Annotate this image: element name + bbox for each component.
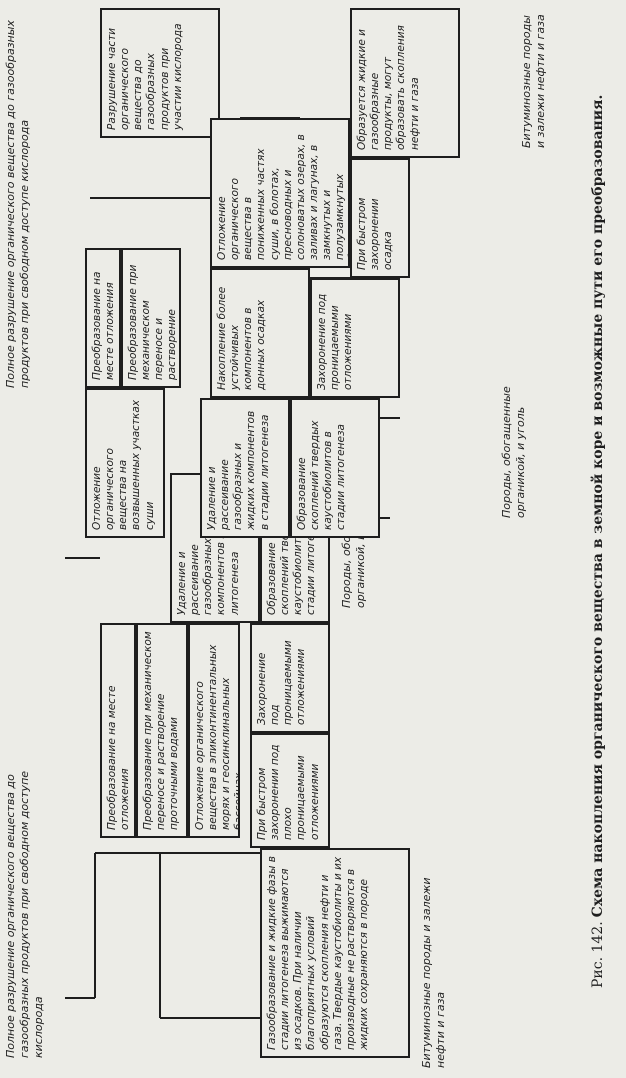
right-coal-note: Породы, обогащенные органикой, и уголь — [500, 386, 527, 518]
right-removal-box: Удаление и рассеивание газообразных и жи… — [200, 398, 290, 538]
left-bottom-note: Битуминозные породы и залежи нефти и газ… — [420, 877, 447, 1069]
figure-caption: Рис. 142. Схема накопления органического … — [590, 95, 606, 988]
right-deposition-low-box: Отложение органического вещества в пониж… — [210, 118, 350, 268]
left-transform-on-site-box: Преобразование на месте отложения — [100, 623, 136, 838]
left-top-note: Полное разрушение органического вещества… — [4, 770, 45, 1058]
right-bottom-note: Битуминозные породы и залежи нефти и газ… — [520, 14, 547, 148]
figure-title: Схема накопления органического вещества … — [590, 94, 606, 918]
left-deposition-box: Отложение органического вещества в эпико… — [188, 623, 240, 838]
figure-number: Рис. 142. — [590, 921, 606, 988]
right-transform-transport-box: Преобразование при механическом переносе… — [121, 248, 181, 388]
left-rapid-burial-box: При быстром захоронении под плохо прониц… — [250, 733, 330, 848]
right-burial-permeable-box: Захоронение под проницаемыми отложениями — [310, 278, 400, 398]
left-oil-gas-box: Газообразование и жидкие фазы в стадии л… — [260, 848, 410, 1058]
right-deposition-land-box: Отложение органического вещества на возв… — [85, 388, 165, 538]
left-transform-transport-box: Преобразование при механическом переносе… — [136, 623, 188, 838]
right-destruction-box: Разрушение части органического вещества … — [100, 8, 220, 138]
left-burial-permeable-box: Захоронение под проницаемыми отложениями — [250, 623, 330, 733]
right-oil-gas-box: Образуется жидкие и газообразные продукт… — [350, 8, 460, 158]
right-top-note: Полное разрушение органического вещества… — [4, 20, 31, 388]
right-transform-on-site-box: Преобразование на месте отложения — [85, 248, 121, 388]
right-accumulation-box: Накопление более устойчивых компонентов … — [210, 268, 310, 398]
right-rapid-burial-box: При быстром захоронении осадка — [350, 158, 410, 278]
right-coals-box: Образование скоплений твердых каустобиол… — [290, 398, 380, 538]
